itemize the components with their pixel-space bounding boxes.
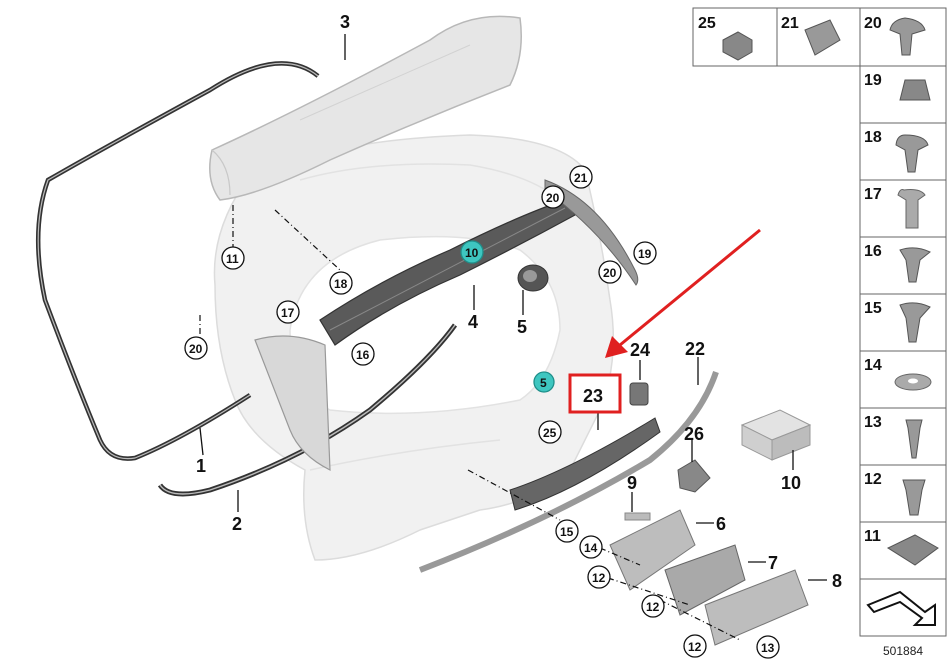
leader-lines	[199, 34, 827, 641]
panel-cell-label: 19	[864, 72, 882, 89]
expansion-rivet-icon	[897, 189, 926, 229]
circled-17: 17	[281, 306, 295, 320]
panel-cell-label: 16	[864, 243, 882, 260]
circled-12-c: 12	[688, 640, 702, 654]
bracket-clip-icon	[886, 534, 939, 566]
callout-4: 4	[468, 312, 478, 332]
circled-12-b: 12	[646, 600, 660, 614]
cover-26	[677, 459, 711, 493]
bolt-icon	[902, 479, 926, 516]
callout-3: 3	[340, 12, 350, 32]
panel-cell-label: 18	[864, 129, 882, 146]
callout-24: 24	[630, 340, 650, 360]
handle-strip	[509, 417, 661, 511]
circled-21: 21	[574, 171, 588, 185]
push-rivet-icon	[889, 17, 926, 56]
callout-1: 1	[196, 456, 206, 476]
panel-cell-label: 21	[781, 15, 799, 32]
circled-15: 15	[560, 525, 574, 539]
highlight-arrow	[605, 228, 761, 358]
panel-cell-label: 13	[864, 414, 882, 431]
right-trim	[544, 179, 639, 286]
circled-20-c: 20	[189, 342, 203, 356]
left-trim	[254, 335, 331, 471]
push-button	[629, 382, 649, 406]
label-9	[624, 512, 651, 521]
camera-unit	[517, 264, 549, 292]
callout-26: 26	[684, 424, 704, 444]
plate-6	[609, 509, 696, 591]
circled-18: 18	[334, 277, 348, 291]
panel-cell-label: 14	[864, 357, 882, 374]
screw-rivet-icon	[899, 247, 931, 283]
circled-20-a: 20	[546, 191, 560, 205]
panel-cell-label: 17	[864, 186, 882, 203]
circled-13: 13	[761, 641, 775, 655]
callout-23: 23	[583, 386, 603, 406]
circled-12-a: 12	[592, 571, 606, 585]
highlight-box-23	[568, 373, 622, 414]
circled-11: 11	[226, 252, 239, 266]
panel-cell-label: 11	[864, 528, 881, 545]
callout-6: 6	[716, 514, 726, 534]
parts-panel: 25 21 20 19 18 17 16 15 14 13 12 11	[692, 7, 947, 637]
callout-2: 2	[232, 514, 242, 534]
callout-5: 5	[517, 317, 527, 337]
trim-strip-22	[418, 371, 719, 573]
circled-14: 14	[584, 541, 598, 555]
callout-22: 22	[685, 339, 705, 359]
callout-9: 9	[627, 473, 637, 493]
panel-cell-label: 25	[698, 15, 716, 32]
rivet-icon	[895, 134, 929, 173]
nut-clip-icon	[899, 79, 931, 101]
screw-icon	[905, 419, 923, 459]
circled-5: 5	[540, 376, 547, 390]
catalog-number: 501884	[883, 644, 923, 658]
panel-cell-label: 20	[864, 15, 882, 32]
nut-icon	[722, 31, 753, 61]
circled-16: 16	[356, 348, 370, 362]
clip-icon	[899, 302, 931, 343]
plate-8	[704, 569, 809, 646]
circled-20-b: 20	[603, 266, 617, 280]
circled-callouts: 21 20 19 20 10 11 18 17 20 16 5 25 15 14…	[184, 165, 780, 659]
box-10	[740, 409, 812, 461]
callout-8: 8	[832, 571, 842, 591]
panel-cell-label: 12	[864, 471, 882, 488]
callout-10: 10	[781, 473, 801, 493]
circled-25: 25	[543, 426, 557, 440]
circled-10: 10	[465, 246, 479, 260]
circled-19: 19	[638, 247, 652, 261]
spoiler	[209, 15, 522, 201]
callout-7: 7	[768, 553, 778, 573]
clip-icon	[804, 19, 841, 56]
panel-cell-label: 15	[864, 300, 882, 317]
tailgate-symbol-icon	[866, 590, 936, 626]
